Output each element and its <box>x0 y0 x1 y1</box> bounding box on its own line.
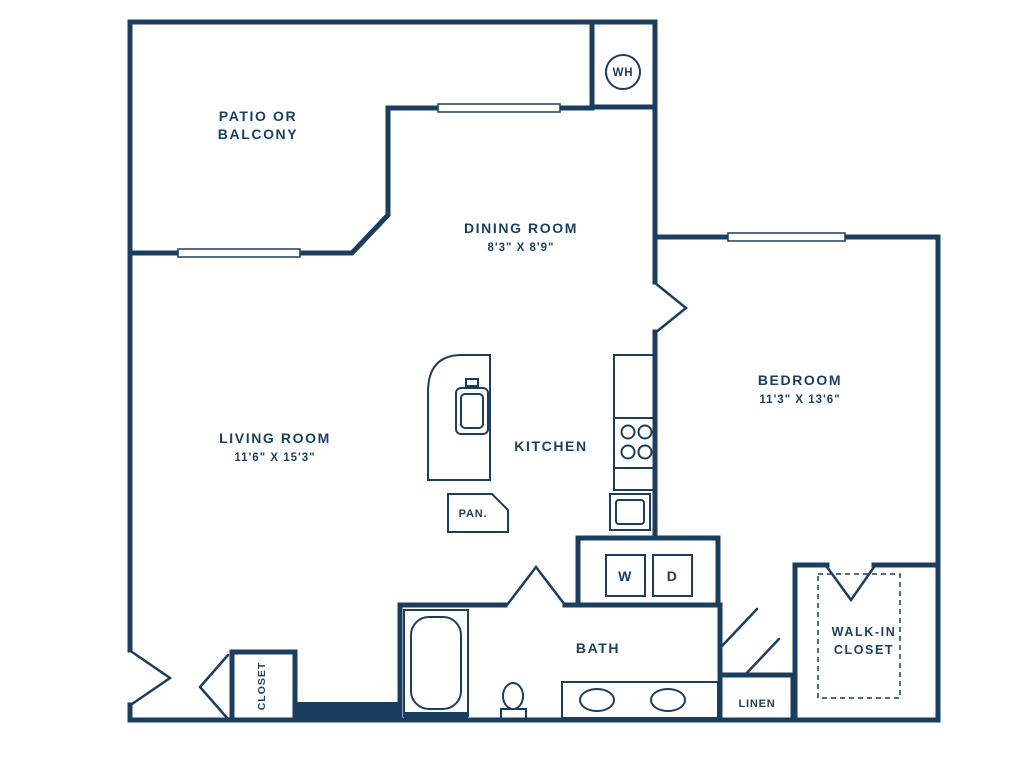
bedroom-dims: 11'3" X 13'6" <box>759 394 840 406</box>
bath-door-swing <box>505 564 567 607</box>
bedroom-label: BEDROOM <box>758 372 842 388</box>
washer-box <box>605 554 646 597</box>
dryer-label: D <box>667 568 678 584</box>
closet-label: CLOSET <box>256 662 268 711</box>
dining-room-dims: 8'3" X 8'9" <box>487 242 554 254</box>
linen-label: LINEN <box>739 698 776 710</box>
living-room-dims: 11'6" X 15'3" <box>234 452 315 464</box>
living-room-label: LIVING ROOM <box>219 430 331 446</box>
patio-label-line1: PATIO OR <box>219 108 297 124</box>
doors <box>130 281 876 721</box>
water-heater-label: WH <box>613 67 634 79</box>
hall-door-swing <box>720 607 759 648</box>
entry-threshold <box>297 702 400 720</box>
walkin-door-swing <box>825 565 876 603</box>
tub-threshold <box>404 712 468 720</box>
walkin-shelving <box>817 573 901 699</box>
bath-label: BATH <box>576 640 620 656</box>
kitchen-sink-outer <box>455 387 489 435</box>
stove-edges <box>614 417 655 469</box>
kitchen-sink-inner <box>460 393 484 429</box>
water-heater-circle <box>605 54 641 90</box>
kitchen-label: KITCHEN <box>514 438 587 454</box>
toilet-bowl <box>502 682 524 710</box>
patio-window <box>177 248 301 258</box>
entry-door-swing <box>130 650 173 706</box>
vanity-sink-left <box>579 688 615 712</box>
closet-door-swing <box>198 653 230 721</box>
patio-label-line2: BALCONY <box>218 126 298 142</box>
pantry-box <box>447 493 509 533</box>
kitchen-cabinet <box>609 493 651 531</box>
kitchen-counter <box>427 354 491 481</box>
walkin-label-line2: CLOSET <box>834 643 894 657</box>
bedroom-door-swing <box>653 281 688 335</box>
labels: PATIO OR BALCONY DINING ROOM 8'3" X 8'9"… <box>218 67 897 711</box>
pantry-label: PAN. <box>459 508 488 520</box>
washer-label: W <box>618 568 632 584</box>
toilet-tank <box>500 708 527 720</box>
kitchen-cabinet-inner <box>615 499 645 525</box>
kitchen-faucet <box>465 378 479 387</box>
linen-door-swing <box>742 637 781 678</box>
bedroom-window <box>727 232 846 242</box>
kitchen-right-counter <box>613 354 656 491</box>
vanity-counter <box>561 681 719 719</box>
stove-burners <box>620 424 653 460</box>
vanity-sink-right <box>650 688 686 712</box>
dining-window <box>437 103 561 113</box>
windows <box>177 103 846 258</box>
fixtures <box>297 54 901 720</box>
bathtub-inner <box>410 616 462 710</box>
walkin-label-line1: WALK-IN <box>832 625 897 639</box>
dryer-box <box>652 554 693 597</box>
dining-room-label: DINING ROOM <box>464 220 578 236</box>
